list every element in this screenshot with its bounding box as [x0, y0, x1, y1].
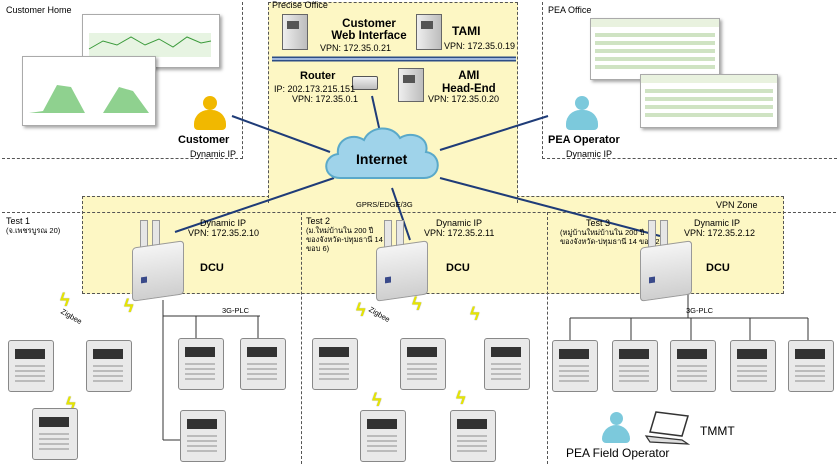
test-divider-2 — [547, 212, 548, 464]
field-operator-label: PEA Field Operator — [566, 446, 670, 460]
router-ip: IP: 202.173.215.151 — [274, 84, 356, 94]
customer-label: Customer — [178, 134, 230, 146]
line-router — [371, 95, 381, 133]
wireless-bolt-icon: ϟ — [124, 296, 134, 316]
smart-meter — [86, 340, 132, 392]
plc-label-3: 3G-PLC — [686, 306, 714, 315]
test2-note: (ม.ใหม่บ้านใน 200 ปี ของจังหวัด-ปทุมธานี… — [306, 226, 383, 253]
tami-name: TAMI — [452, 24, 481, 38]
field-operator-figure-icon — [602, 412, 632, 444]
test2-name: Test 2 — [306, 216, 331, 226]
smart-meter — [670, 340, 716, 392]
test3-vpn: VPN: 172.35.2.12 — [684, 228, 756, 238]
ami-head-end-server — [398, 68, 424, 102]
pea-office-screenshot-2 — [640, 74, 778, 128]
plc-label-1: 3G-PLC — [222, 306, 250, 315]
test2-vpn: VPN: 172.35.2.11 — [424, 228, 495, 238]
router-icon — [352, 76, 378, 90]
test3-name: Test 3 — [586, 218, 611, 228]
customer-home-zone — [2, 2, 243, 159]
ami-name: AMI Head-End — [442, 70, 496, 95]
test1-dcu-device — [132, 240, 184, 302]
test-area-frame — [2, 212, 836, 463]
test1-ip: Dynamic IP — [200, 218, 247, 228]
smart-meter — [8, 340, 54, 392]
smart-meter — [312, 338, 358, 390]
smart-meter — [400, 338, 446, 390]
test3-dcu-label: DCU — [706, 262, 730, 274]
test1-name: Test 1 — [6, 216, 31, 226]
line-test3 — [439, 177, 661, 237]
test1-note: (จ.เพชรบูรณ 20) — [6, 226, 61, 235]
customer-ip: Dynamic IP — [190, 149, 237, 159]
smart-meter — [360, 410, 406, 462]
wireless-bolt-icon: ϟ — [456, 388, 466, 408]
test1-vpn: VPN: 172.35.2.10 — [188, 228, 260, 238]
smart-meter — [32, 408, 78, 460]
wireless-bolt-icon: ϟ — [356, 300, 366, 320]
smart-meter — [240, 338, 286, 390]
vpn-zone-label: VPN Zone — [716, 200, 758, 210]
wireless-bolt-icon: ϟ — [60, 290, 70, 310]
pea-office-zone — [542, 2, 837, 159]
tami-vpn: VPN: 172.35.0.19 — [444, 41, 516, 51]
test1-dcu-label: DCU — [200, 262, 224, 274]
ami-vpn: VPN: 172.35.0.20 — [428, 94, 500, 104]
cwi-vpn: VPN: 172.35.0.21 — [320, 43, 392, 53]
test2-ip: Dynamic IP — [436, 218, 483, 228]
customer-home-label: Customer Home — [6, 5, 72, 15]
smart-meter — [730, 340, 776, 392]
smart-meter — [552, 340, 598, 392]
smart-meter — [612, 340, 658, 392]
smart-meter — [788, 340, 834, 392]
wireless-bolt-icon: ϟ — [470, 304, 480, 324]
customer-figure-icon — [194, 96, 228, 132]
test-divider-1 — [301, 212, 302, 464]
test3-note: (หมู่บ้านใหม่บ้านใน 200 ปี ของจังหวัด-ปท… — [560, 228, 663, 246]
customer-web-interface-server — [282, 14, 308, 50]
router-vpn: VPN: 172.35.0.1 — [292, 94, 359, 104]
test2-dcu-label: DCU — [446, 262, 470, 274]
internet-label: Internet — [356, 151, 408, 167]
laptop-icon — [644, 411, 691, 445]
router-name: Router — [300, 70, 336, 82]
line-pea-operator — [439, 115, 549, 151]
smart-meter — [450, 410, 496, 462]
test2-dcu-device — [376, 240, 428, 302]
test3-dcu-device — [640, 240, 692, 302]
wireless-bolt-icon: ϟ — [66, 394, 76, 414]
test3-ip: Dynamic IP — [694, 218, 741, 228]
internet-cloud-icon — [325, 127, 439, 179]
line-test2 — [391, 187, 411, 241]
customer-web-screenshot-2 — [22, 56, 156, 126]
internet-link-label: GPRS/EDGE/3G — [356, 200, 413, 209]
precise-office-label: Precise Office — [272, 0, 328, 10]
wireless-bolt-icon: ϟ — [412, 294, 422, 314]
wireless-bolt-icon: ϟ — [372, 390, 382, 410]
smart-meter — [180, 410, 226, 462]
pea-operator-label: PEA Operator — [548, 134, 620, 146]
tmmt-label: TMMT — [700, 424, 735, 438]
pea-office-screenshot-1 — [590, 18, 720, 80]
tami-server — [416, 14, 442, 50]
pea-operator-figure-icon — [566, 96, 600, 132]
line-test1 — [174, 177, 335, 233]
cwi-name: Customer Web Interface — [331, 18, 407, 42]
pea-operator-ip: Dynamic IP — [566, 149, 613, 159]
smart-meter — [178, 338, 224, 390]
line-customer — [231, 115, 331, 153]
smart-meter — [484, 338, 530, 390]
pea-office-label: PEA Office — [548, 5, 592, 15]
